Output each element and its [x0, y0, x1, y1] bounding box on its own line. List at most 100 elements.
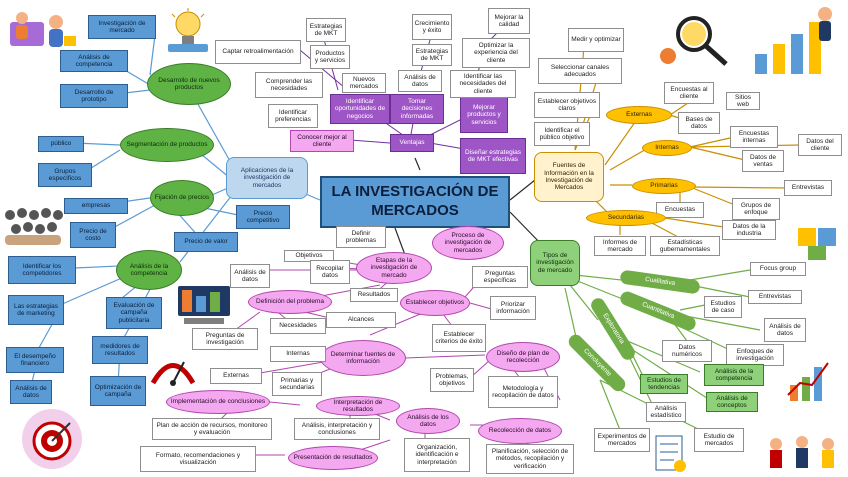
- chart-illustration: [787, 362, 829, 401]
- internas-cliente: Datos del cliente: [798, 134, 842, 156]
- node-analisis-competencia: Análisis de la competencia: [116, 250, 182, 290]
- analisis-organizacion: Organización, identificación e interpret…: [404, 438, 470, 472]
- people-illustration: [10, 12, 76, 47]
- competition-item-competidores: Identificar los competidores: [8, 256, 76, 284]
- externas-bases: Bases de datos: [678, 112, 720, 134]
- diseno-metodologia: Metodología y recopilación de datos: [488, 376, 558, 408]
- puzzle-illustration: [798, 228, 836, 260]
- cuantitativa-analisis: Análisis de datos: [764, 318, 806, 342]
- pricing-item-competitivo: Precio competitivo: [236, 205, 290, 229]
- top-box-captar: Captar retroalimentación: [215, 40, 301, 64]
- node-interpretacion: Interpretación de resultados: [316, 396, 400, 416]
- node-fijacion-precios: Fijación de precios: [150, 180, 214, 216]
- competition-item-campana: Evaluación de campaña publicitaria: [106, 297, 162, 329]
- node-establecer: Establecer objetivos: [400, 290, 470, 316]
- node-etapas: Etapas de la investigación de mercado: [356, 252, 432, 284]
- competition-item-financiero: El desempeño financiero: [6, 347, 64, 373]
- node-ventajas: Ventajas: [390, 134, 434, 152]
- advantage-mejorar: Mejorar productos y servicios: [460, 97, 508, 133]
- establecer-preguntas: Preguntas específicas: [472, 266, 528, 288]
- interpretacion-analisis: Análisis, interpretación y conclusiones: [294, 418, 380, 440]
- pricing-item-empresas: empresas: [64, 198, 128, 214]
- left-item-analisis-competencia: Análisis de competencia: [60, 50, 128, 72]
- target-illustration: [22, 409, 82, 469]
- node-proceso: Proceso de investigación de mercados: [432, 226, 504, 260]
- crowd-illustration: [5, 208, 63, 245]
- recoleccion-planificacion: Planificación, selección de métodos, rec…: [486, 444, 574, 474]
- page-title: LA INVESTIGACIÓN DE MERCADOS: [320, 176, 510, 228]
- internas-ventas: Datos de ventas: [742, 150, 784, 172]
- concluyente-experimentos: Experimentos de mercados: [594, 428, 650, 452]
- process-definir: Definir problemas: [336, 226, 386, 248]
- node-recoleccion: Recolección de datos: [478, 418, 562, 444]
- node-primarias: Primarias: [632, 178, 696, 194]
- advantage-decisiones: Tomar decisiones informadas: [390, 94, 444, 124]
- pricing-item-costo: Precio de costo: [70, 222, 116, 248]
- definicion-alcances: Alcances: [326, 312, 396, 328]
- secundarias-informes: Informes de mercado: [594, 236, 646, 256]
- magnifier-illustration: [660, 16, 728, 66]
- concluyente-estudio: Estudio de mercados: [694, 428, 744, 452]
- top-box-preferencias: Identificar preferencias: [268, 104, 318, 128]
- right-box-medir: Medir y optimizar: [568, 28, 624, 52]
- advantage-oportunidades: Identificar oportunidades de negocios: [330, 94, 390, 124]
- cuantitativa-enfoques: Enfoques de investigación: [726, 344, 784, 366]
- top-box-estrategias-1: Estrategias de MKT: [306, 18, 346, 42]
- etapas-recopilar: Recopilar datos: [310, 260, 350, 284]
- fuentes-internas: Internas: [270, 346, 326, 362]
- etapas-resultados: Resultados: [350, 288, 398, 302]
- exploratoria-tendencias: Estudios de tendencias: [640, 374, 688, 394]
- node-internas: Internas: [642, 140, 692, 156]
- node-secundarias: Secundarias: [586, 210, 666, 226]
- definicion-necesidades: Necesidades: [270, 318, 326, 334]
- left-item-prototipo: Desarrollo de prototipo: [60, 84, 128, 108]
- top-box-analisis-datos: Análisis de datos: [398, 70, 442, 92]
- node-aplicaciones: Aplicaciones de la investigación de merc…: [226, 157, 308, 199]
- primarias-entrevistas: Entrevistas: [784, 180, 832, 196]
- node-analisis-datos: Análisis de los datos: [396, 408, 460, 434]
- fuentes-primarias: Primarias y secundarias: [272, 372, 322, 396]
- pricing-item-valor: Precio de valor: [174, 232, 238, 252]
- top-box-necesidades-cliente: Identificar las necesidades del cliente: [450, 70, 516, 98]
- team-illustration: [770, 436, 834, 468]
- top-box-calidad: Mejorar la calidad: [488, 8, 530, 34]
- cuantitativa-numericos: Datos numéricos: [662, 340, 712, 362]
- secundarias-estadisticas: Estadísticas gubernamentales: [650, 236, 720, 256]
- top-box-crecimiento: Crecimiento y éxito: [412, 14, 452, 40]
- implementacion-formato: Formato, recomendaciones y visualización: [140, 446, 256, 472]
- right-box-canales: Seleccionar canales adecuados: [538, 58, 622, 84]
- node-presentacion: Presentación de resultados: [288, 446, 378, 470]
- exploratoria-competencia: Análisis de la competencia: [704, 364, 764, 386]
- node-tipos: Tipos de investigación de mercado: [530, 240, 580, 286]
- node-definicion: Definición del problema: [248, 290, 332, 314]
- finance-illustration: [178, 286, 230, 324]
- exploratoria-conceptos: Análisis de conceptos: [706, 392, 758, 412]
- externas-sitios: Sitios web: [726, 92, 760, 110]
- definicion-preguntas: Preguntas de investigación: [192, 328, 258, 350]
- fuentes-externas: Externas: [210, 368, 262, 384]
- node-fuentes: Fuentes de Información en la Investigaci…: [534, 152, 604, 202]
- secundarias-industria: Datos de la industria: [722, 220, 776, 240]
- node-implementacion: Implementación de conclusiones: [166, 390, 270, 414]
- node-determinar-fuentes: Determinar fuentes de información: [320, 340, 406, 376]
- exploratoria-estadistico: Análisis estadístico: [646, 402, 686, 422]
- node-segmentacion: Segmentación de productos: [120, 128, 214, 162]
- top-box-estrategias-2: Estrategias de MKT: [412, 44, 452, 66]
- top-box-nuevos-mercados: Nuevos mercados: [342, 73, 386, 93]
- advantage-conocer: Conocer mejor al cliente: [290, 130, 354, 152]
- advantage-disenar: Diseñar estrategias de MKT efectivas: [460, 138, 526, 174]
- right-box-publico: Identificar el público objetivo: [534, 122, 590, 146]
- cualitativa-focus: Focus group: [750, 262, 806, 276]
- segment-item-publico: público: [38, 136, 84, 152]
- survey-illustration: [655, 435, 686, 472]
- top-box-comprender: Comprender las necesidades: [255, 72, 323, 98]
- idea-illustration: [168, 8, 208, 52]
- cualitativa-entrevistas: Entrevistas: [748, 290, 802, 304]
- competition-item-estrategias: Las estrategias de marketing: [8, 295, 64, 325]
- top-box-productos: Productos y servicios: [310, 45, 350, 69]
- node-desarrollo-productos: Desarrollo de nuevos productos: [147, 63, 231, 105]
- left-item-investigacion: Investigación de mercado: [88, 15, 156, 39]
- etapas-objetivos: Objetivos: [284, 250, 334, 262]
- growth-illustration: [755, 7, 832, 74]
